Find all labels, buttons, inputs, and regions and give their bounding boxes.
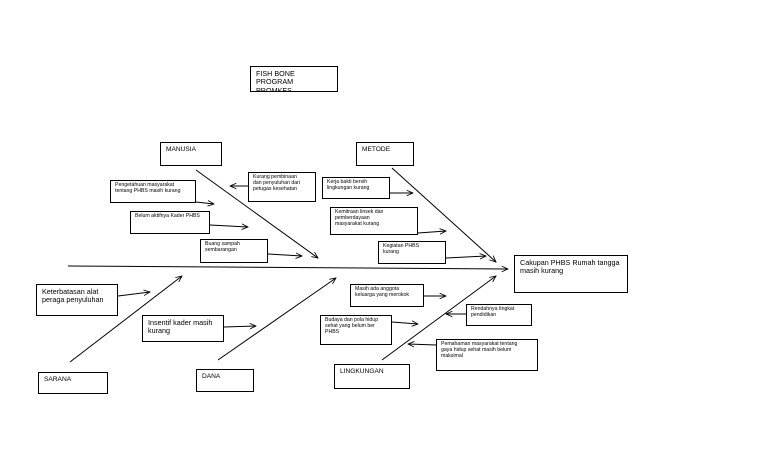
diagram-title: FISH BONE PROGRAM PROMKES — [250, 66, 338, 92]
arrow-lingkungan-4 — [408, 344, 437, 345]
cause-manusia-2: Pengetahuan masyarakat tentang PHBS masi… — [110, 180, 196, 203]
bone-lingkungan — [381, 276, 496, 361]
cause-manusia-2-text: Pengetahuan masyarakat tentang PHBS masi… — [115, 182, 181, 194]
arrow-manusia-2 — [195, 202, 214, 204]
cause-metode-2-text: Kemitraan linsek dan pemberdayaan masyar… — [335, 209, 384, 227]
cause-manusia-4-text: Buang sampah sembarangan — [205, 241, 240, 253]
category-manusia: MANUSIA — [160, 142, 222, 166]
cause-metode-2: Kemitraan linsek dan pemberdayaan masyar… — [330, 207, 418, 235]
cause-lingkungan-4-text: Pemahaman masyarakat tentang gaya hidup … — [441, 341, 518, 359]
category-sarana-label: SARANA — [44, 376, 72, 383]
cause-metode-3: Kegiatan PHBS kurang — [378, 241, 446, 264]
cause-lingkungan-4: Pemahaman masyarakat tentang gaya hidup … — [436, 339, 538, 371]
cause-dana-1-text: Insentif kader masih kurang — [148, 318, 213, 336]
category-dana-label: DANA — [202, 373, 221, 380]
effect-text: Cakupan PHBS Rumah tangga masih kurang — [520, 258, 620, 276]
bone-sarana — [69, 276, 182, 363]
arrow-metode-2 — [417, 231, 446, 233]
arrow-manusia-4 — [267, 254, 302, 256]
bone-metode — [391, 167, 496, 262]
cause-lingkungan-2-text: Rendahnya tingkat pendidikan — [471, 306, 515, 318]
cause-lingkungan-3-text: Budaya dan pola hidup sehat yang belum b… — [325, 317, 379, 335]
cause-lingkungan-1-text: Masih ada anggota keluarga yang merokok — [355, 286, 409, 298]
cause-lingkungan-2: Rendahnya tingkat pendidikan — [466, 304, 532, 326]
cause-manusia-1-text: Kurang pembinaan dan penyuluhan dari pet… — [253, 174, 301, 192]
effect-box: Cakupan PHBS Rumah tangga masih kurang — [514, 255, 628, 293]
cause-manusia-4: Buang sampah sembarangan — [200, 239, 268, 263]
cause-lingkungan-1: Masih ada anggota keluarga yang merokok — [350, 284, 424, 307]
arrow-metode-3 — [445, 256, 486, 258]
cause-manusia-1: Kurang pembinaan dan penyuluhan dari pet… — [248, 172, 316, 202]
cause-sarana-1: Keterbatasan alat peraga penyuluhan — [36, 284, 118, 316]
category-metode-label: METODE — [362, 146, 391, 153]
cause-metode-1-text: Kerja bakti bersih lingkungan kurang — [327, 179, 370, 191]
category-manusia-label: MANUSIA — [166, 146, 197, 153]
arrow-lingkungan-3 — [391, 322, 418, 324]
arrow-dana-1 — [223, 326, 256, 327]
cause-sarana-1-text: Keterbatasan alat peraga penyuluhan — [42, 287, 104, 305]
bone-manusia — [195, 169, 318, 258]
category-metode: METODE — [356, 142, 414, 166]
category-lingkungan-label: LINGKUNGAN — [340, 368, 384, 375]
diagram-title-text: FISH BONE PROGRAM PROMKES — [256, 69, 295, 92]
cause-metode-1: Kerja bakti bersih lingkungan kurang — [322, 177, 390, 199]
cause-manusia-3: Belum aktifnya Kader PHBS — [130, 211, 210, 234]
category-sarana: SARANA — [38, 372, 108, 394]
cause-manusia-3-text: Belum aktifnya Kader PHBS — [135, 213, 200, 219]
bone-dana — [217, 278, 336, 361]
arrow-manusia-3 — [209, 225, 248, 227]
cause-lingkungan-3: Budaya dan pola hidup sehat yang belum b… — [320, 315, 392, 345]
category-dana: DANA — [196, 369, 254, 392]
arrow-sarana-1 — [117, 292, 150, 297]
spine-arrow — [67, 265, 508, 269]
cause-metode-3-text: Kegiatan PHBS kurang — [383, 243, 420, 255]
cause-dana-1: Insentif kader masih kurang — [142, 315, 224, 342]
category-lingkungan: LINGKUNGAN — [334, 364, 410, 389]
